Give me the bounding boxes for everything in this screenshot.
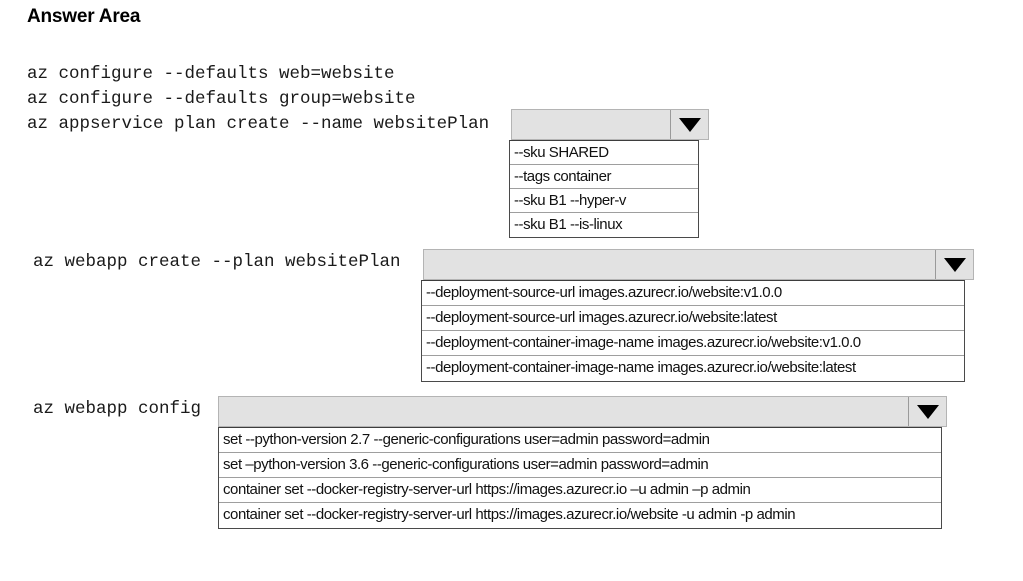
chevron-down-glyph <box>943 257 966 272</box>
config-dropdown-option-list[interactable]: set --python-version 2.7 --generic-confi… <box>218 427 942 529</box>
deployment-dropdown-option-list[interactable]: --deployment-source-url images.azurecr.i… <box>421 280 965 382</box>
sku-dropdown-box[interactable] <box>511 109 709 140</box>
list-item[interactable]: container set --docker-registry-server-u… <box>219 478 941 503</box>
deployment-dropdown-box[interactable] <box>423 249 974 280</box>
command-line-5: az webapp config <box>33 399 202 419</box>
chevron-down-glyph <box>678 117 701 132</box>
command-line-2: az configure --defaults group=website <box>27 89 416 109</box>
sku-dropdown[interactable]: --sku SHARED --tags container --sku B1 -… <box>509 109 709 238</box>
list-item[interactable]: --deployment-source-url images.azurecr.i… <box>422 306 964 331</box>
list-item[interactable]: --sku B1 --hyper-v <box>510 189 698 213</box>
command-line-1: az configure --defaults web=website <box>27 64 395 84</box>
command-line-4: az webapp create --plan websitePlan <box>33 252 401 272</box>
chevron-down-icon[interactable] <box>670 110 708 139</box>
list-item[interactable]: container set --docker-registry-server-u… <box>219 503 941 528</box>
list-item[interactable]: set --python-version 2.7 --generic-confi… <box>219 428 941 453</box>
config-dropdown[interactable]: set --python-version 2.7 --generic-confi… <box>218 396 947 529</box>
list-item[interactable]: --deployment-source-url images.azurecr.i… <box>422 281 964 306</box>
chevron-down-glyph <box>916 404 939 419</box>
list-item[interactable]: --sku B1 --is-linux <box>510 213 698 237</box>
chevron-down-icon[interactable] <box>935 250 973 279</box>
list-item[interactable]: --sku SHARED <box>510 141 698 165</box>
list-item[interactable]: --deployment-container-image-name images… <box>422 356 964 381</box>
sku-dropdown-option-list[interactable]: --sku SHARED --tags container --sku B1 -… <box>509 140 699 238</box>
chevron-down-icon[interactable] <box>908 397 946 426</box>
command-line-3: az appservice plan create --name website… <box>27 114 490 134</box>
config-dropdown-box[interactable] <box>218 396 947 427</box>
deployment-dropdown[interactable]: --deployment-source-url images.azurecr.i… <box>421 249 974 382</box>
list-item[interactable]: set –python-version 3.6 --generic-config… <box>219 453 941 478</box>
list-item[interactable]: --tags container <box>510 165 698 189</box>
page-title: Answer Area <box>27 6 141 27</box>
list-item[interactable]: --deployment-container-image-name images… <box>422 331 964 356</box>
